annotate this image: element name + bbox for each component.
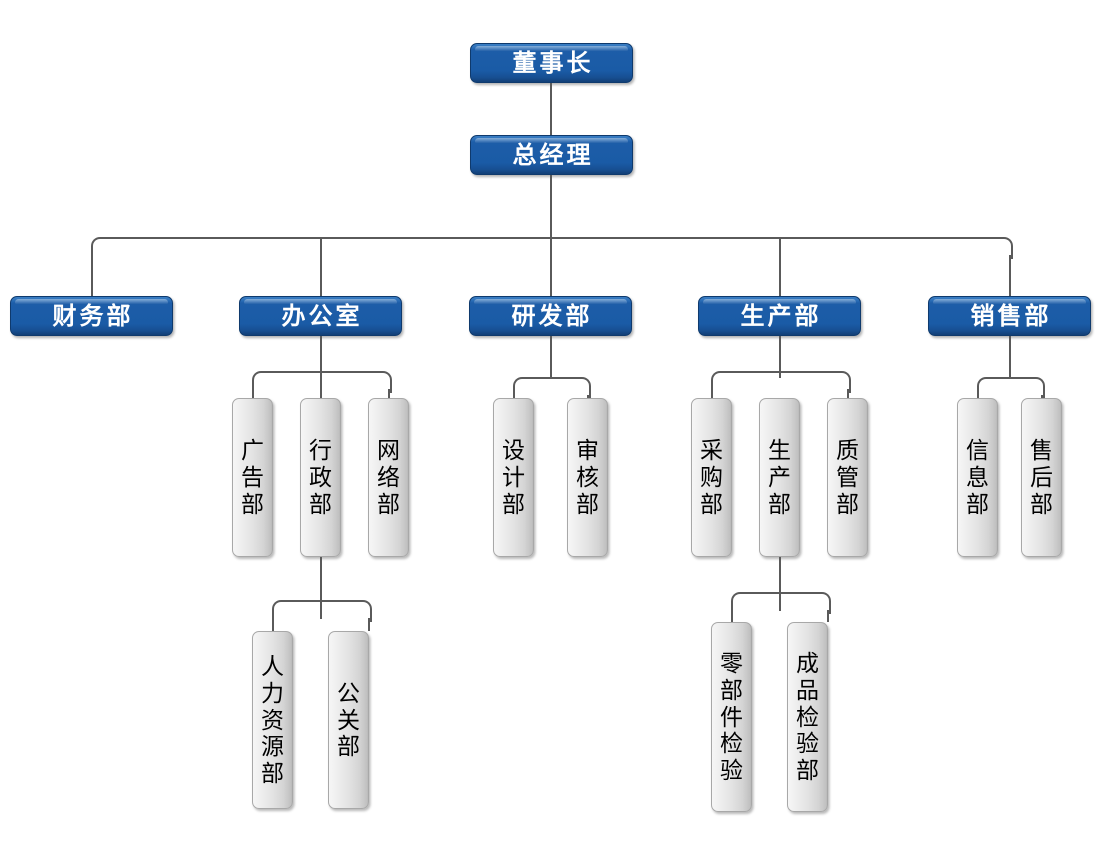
- connector-admin-right-corner: [350, 600, 372, 622]
- connector-bus-right-corner: [991, 237, 1013, 259]
- connector-gm-trunk: [550, 175, 552, 297]
- connector-rnd-trunk: [550, 336, 552, 378]
- node-review[interactable]: 审 核 部: [567, 398, 608, 557]
- connector-manufacture-right-corner: [809, 592, 831, 614]
- node-label: 审 核 部: [576, 438, 599, 518]
- connector-bus-right-segment: [550, 237, 992, 239]
- connector-sales-bus-left: [996, 377, 1011, 379]
- node-hr[interactable]: 人 力 资 源 部: [252, 631, 293, 809]
- connector-sales-bus-right: [1009, 377, 1024, 379]
- connector-office-trunk: [320, 336, 322, 398]
- connector-production-left-corner: [711, 371, 733, 393]
- connector-office-bus-right: [320, 371, 371, 373]
- connector-sales-drop-information: [977, 395, 979, 399]
- node-ad[interactable]: 广 告 部: [232, 398, 273, 557]
- node-pr[interactable]: 公 关 部: [328, 631, 369, 809]
- connector-production-trunk: [779, 336, 781, 378]
- connector-admin-trunk: [320, 557, 322, 619]
- node-general-manager[interactable]: 总经理: [470, 135, 633, 175]
- node-label: 广 告 部: [241, 438, 264, 518]
- connector-admin-bus-left: [291, 600, 322, 602]
- connector-sales-left-corner: [977, 377, 999, 399]
- connector-office-left-corner: [252, 371, 274, 393]
- connector-manufacture-drop-parts: [731, 610, 733, 622]
- node-label: 生 产 部: [768, 438, 791, 518]
- connector-admin-drop-hr: [272, 618, 274, 631]
- node-label: 总经理: [512, 141, 594, 169]
- node-label: 行 政 部: [309, 438, 332, 518]
- connector-production-right-corner: [829, 371, 851, 393]
- node-admin[interactable]: 行 政 部: [300, 398, 341, 557]
- node-design[interactable]: 设 计 部: [493, 398, 534, 557]
- connector-sales-right-corner: [1023, 377, 1045, 399]
- node-label: 公 关 部: [337, 680, 360, 761]
- node-label: 售 后 部: [1030, 438, 1053, 518]
- connector-admin-drop-pr: [368, 618, 370, 631]
- connector-sales-trunk: [1009, 336, 1011, 378]
- node-production[interactable]: 生产部: [698, 296, 861, 336]
- connector-bus-drop-sales: [1009, 255, 1011, 297]
- connector-manufacture-left-corner: [731, 592, 753, 614]
- node-finance[interactable]: 财务部: [10, 296, 173, 336]
- node-office[interactable]: 办公室: [239, 296, 402, 336]
- connector-production-drop-purchase: [711, 389, 713, 398]
- connector-production-bus-left: [730, 371, 781, 373]
- node-manufacture[interactable]: 生 产 部: [759, 398, 800, 557]
- connector-office-drop-network: [388, 389, 390, 398]
- node-sales[interactable]: 销售部: [928, 296, 1091, 336]
- node-label: 销售部: [970, 302, 1052, 330]
- connector-rnd-right-corner: [569, 377, 591, 399]
- connector-rnd-bus-left: [532, 377, 552, 379]
- connector-office-drop-ad: [252, 389, 254, 398]
- connector-office-right-corner: [370, 371, 392, 393]
- node-label: 网 络 部: [377, 438, 400, 518]
- node-label: 董事长: [512, 49, 594, 77]
- node-label: 信 息 部: [966, 438, 989, 518]
- connector-manufacture-drop-product: [827, 610, 829, 622]
- node-network[interactable]: 网 络 部: [368, 398, 409, 557]
- node-label: 财务部: [52, 302, 134, 330]
- node-aftersales[interactable]: 售 后 部: [1021, 398, 1062, 557]
- connector-bus-drop-production: [779, 237, 781, 297]
- node-information[interactable]: 信 息 部: [957, 398, 998, 557]
- connector-chairman-to-gm: [550, 83, 552, 135]
- node-chairman[interactable]: 董事长: [470, 43, 633, 83]
- connector-rnd-bus-right: [550, 377, 570, 379]
- node-label: 零 部 件 检 验: [720, 651, 743, 784]
- connector-production-drop-quality: [847, 389, 849, 398]
- node-product-inspection[interactable]: 成 品 检 验 部: [787, 622, 828, 812]
- connector-production-bus-right: [779, 371, 830, 373]
- connector-sales-drop-aftersales: [1041, 395, 1043, 399]
- node-label: 成 品 检 验 部: [796, 651, 819, 784]
- node-label: 办公室: [281, 302, 363, 330]
- node-quality[interactable]: 质 管 部: [827, 398, 868, 557]
- connector-rnd-left-corner: [513, 377, 535, 399]
- connector-office-bus-left: [271, 371, 322, 373]
- node-parts-inspection[interactable]: 零 部 件 检 验: [711, 622, 752, 812]
- connector-admin-bus-right: [320, 600, 351, 602]
- node-rnd[interactable]: 研发部: [469, 296, 632, 336]
- connector-manufacture-bus-right: [779, 592, 810, 594]
- connector-manufacture-trunk: [779, 557, 781, 611]
- node-label: 人 力 资 源 部: [261, 654, 284, 787]
- connector-admin-left-corner: [272, 600, 294, 622]
- connector-bus-drop-office: [320, 237, 322, 297]
- connector-bus-left-corner: [91, 237, 113, 259]
- connector-rnd-drop-design: [513, 395, 515, 399]
- connector-manufacture-bus-left: [750, 592, 781, 594]
- node-label: 研发部: [511, 302, 593, 330]
- node-label: 质 管 部: [836, 438, 859, 518]
- node-label: 设 计 部: [502, 438, 525, 518]
- connector-bus-left-segment: [110, 237, 552, 239]
- connector-bus-drop-rnd: [550, 237, 552, 297]
- node-purchase[interactable]: 采 购 部: [691, 398, 732, 557]
- connector-rnd-drop-review: [587, 395, 589, 399]
- node-label: 采 购 部: [700, 438, 723, 518]
- node-label: 生产部: [740, 302, 822, 330]
- connector-bus-drop-finance: [91, 255, 93, 297]
